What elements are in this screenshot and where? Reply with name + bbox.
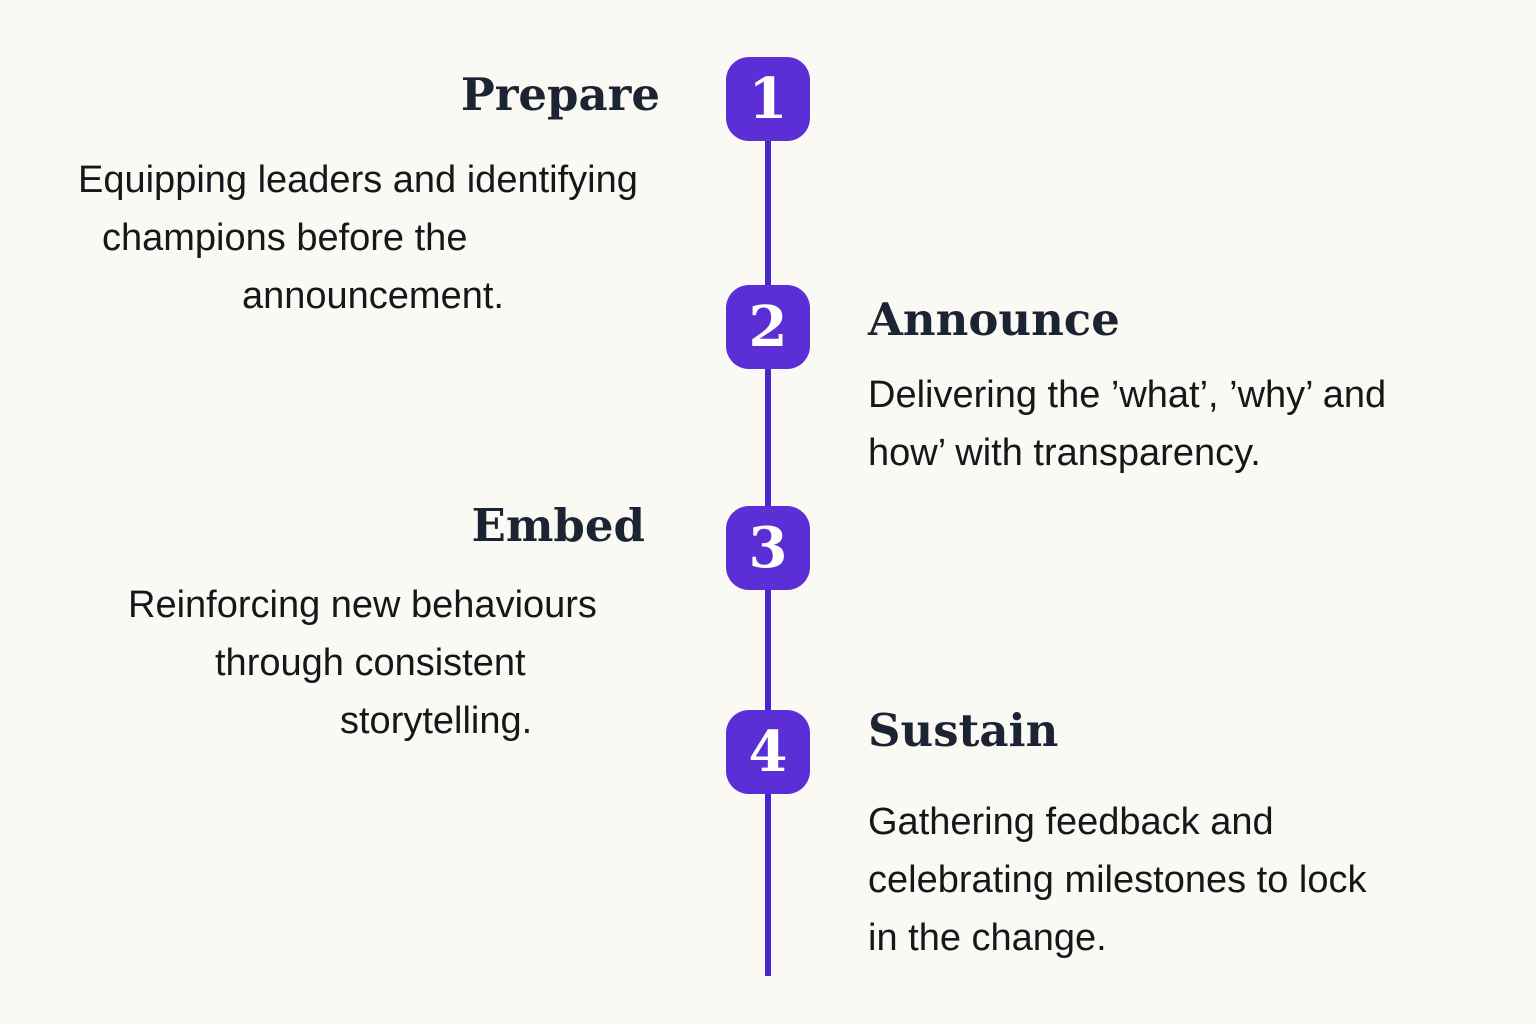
step-2-title: Announce — [868, 293, 1120, 346]
step-2-number-badge: 2 — [726, 285, 810, 369]
step-3-number-badge: 3 — [726, 506, 810, 590]
step-1-description: Equipping leaders and identifying champi… — [60, 151, 638, 325]
step-1-number: 1 — [748, 66, 788, 132]
step-2-description-line-2: how’ with transparency. — [868, 432, 1261, 474]
step-1-title: Prepare — [460, 68, 660, 121]
step-3-description-line-1: Reinforcing new behaviours — [128, 584, 597, 626]
step-4-number: 4 — [748, 719, 788, 785]
step-4-description-line-2: celebrating milestones to lock — [868, 859, 1367, 901]
step-1-description-line-2: champions before the — [102, 217, 468, 259]
step-2-description: Delivering the ’what’, ’why’ and how’ wi… — [868, 366, 1386, 482]
step-3-title: Embed — [471, 499, 645, 552]
step-4-description: Gathering feedback and celebrating miles… — [868, 793, 1366, 967]
step-3-description-line-2: through consistent — [215, 642, 526, 684]
step-1-description-line-1: Equipping leaders and identifying — [78, 159, 638, 201]
step-3-description-line-3: storytelling. — [340, 700, 533, 742]
step-1-description-line-3: announcement. — [242, 275, 504, 317]
step-4-description-line-3: in the change. — [868, 917, 1107, 959]
step-4-title: Sustain — [868, 704, 1059, 757]
step-1-number-badge: 1 — [726, 57, 810, 141]
step-2-description-line-1: Delivering the ’what’, ’why’ and — [868, 374, 1387, 416]
step-3-description: Reinforcing new behaviours through consi… — [100, 576, 597, 750]
step-2-number: 2 — [748, 294, 788, 360]
step-3-number: 3 — [748, 515, 788, 581]
step-4-number-badge: 4 — [726, 710, 810, 794]
step-4-description-line-1: Gathering feedback and — [868, 801, 1274, 843]
